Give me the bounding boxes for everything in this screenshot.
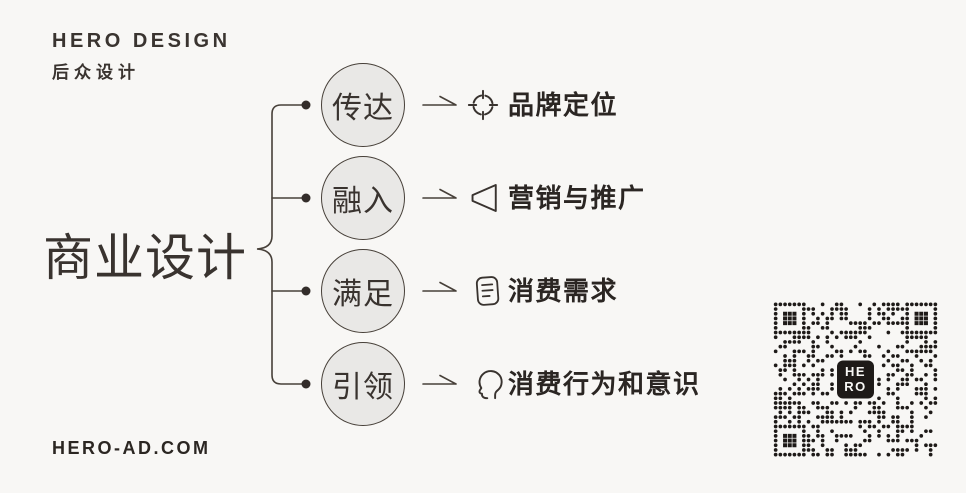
- target-icon: [467, 89, 499, 121]
- row-label-brand-positioning: 品牌定位: [508, 90, 619, 120]
- qr-code: HERO: [773, 302, 938, 457]
- node-label: 满足: [332, 278, 394, 311]
- bullet-dots: [301, 100, 311, 389]
- row-label-consumer-demand: 消费需求: [508, 276, 619, 306]
- website-text: HERO-AD.COM: [52, 438, 211, 458]
- arrow-icon: [422, 95, 457, 385]
- node-manzu: 满足: [321, 249, 405, 333]
- node-label: 传达: [332, 92, 394, 125]
- row-label-consumer-behavior: 消费行为和意识: [508, 369, 701, 399]
- svg-text:RO: RO: [844, 379, 866, 394]
- node-yinling: 引领: [321, 342, 405, 426]
- row-label-marketing-promotion: 营销与推广: [508, 183, 646, 213]
- node-rongru: 融入: [321, 156, 405, 240]
- qr-center-badge: [837, 360, 874, 399]
- brand-name-zh: 后众设计: [52, 63, 140, 82]
- head-profile-icon: [478, 370, 503, 400]
- root-title: 商业设计: [43, 230, 247, 286]
- svg-text:HE: HE: [845, 364, 866, 379]
- node-label: 融入: [332, 185, 394, 218]
- speaker-icon: [471, 184, 497, 212]
- brand-block: HERO DESIGN 后众设计: [52, 30, 231, 83]
- node-label: 引领: [332, 371, 394, 404]
- brand-name-en: HERO DESIGN: [52, 30, 231, 52]
- node-chuanda: 传达: [321, 63, 405, 147]
- brace-connector: [256, 104, 307, 385]
- document-icon: [475, 276, 500, 306]
